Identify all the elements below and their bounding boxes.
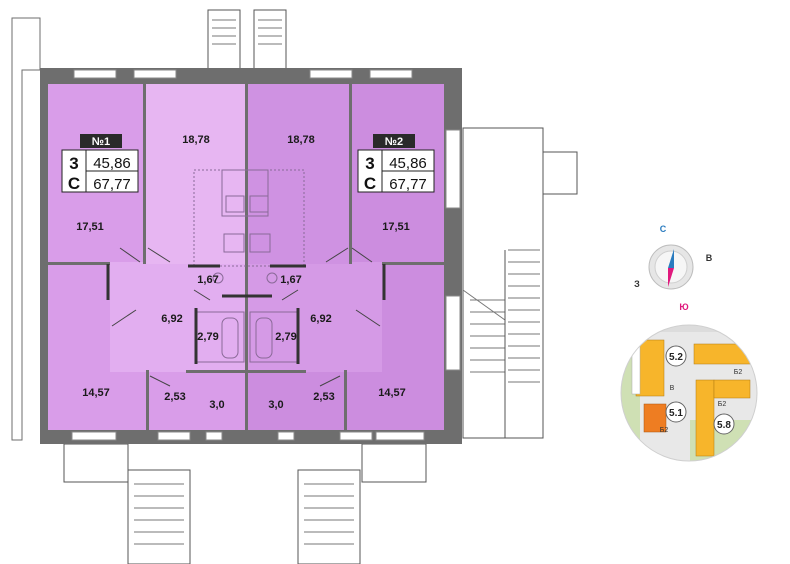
room-label: 3,0: [209, 399, 224, 411]
room-label: 1,67: [197, 274, 218, 286]
site-map-section-label: В: [670, 385, 675, 392]
site-map-section-label: Б2: [718, 401, 727, 408]
apartment-1-number-bg: [80, 134, 122, 148]
room-label: 2,79: [197, 331, 218, 343]
apartment-2-badge: №2 3 С 45,86 67,77: [357, 134, 435, 193]
doors: [111, 247, 381, 387]
compass-needle-south: [668, 268, 674, 287]
top-entrance-stairs: [207, 9, 287, 71]
apartment-1-rooms: 3: [69, 154, 78, 173]
right-staircase: [462, 127, 578, 439]
site-map-section-label: Б2: [734, 369, 743, 376]
apartment-2-type: С: [364, 174, 376, 193]
bottom-balconies: [63, 443, 427, 564]
room-label: 18,78: [287, 134, 315, 146]
room-label: 18,78: [182, 134, 210, 146]
internal-walls: [106, 264, 386, 364]
site-map: 5.2 5.1 5.8 В Б2 Б2 Б2: [621, 325, 757, 461]
room-label: 14,57: [82, 387, 110, 399]
room-labels-apt2: 18,78 17,51 14,57 6,92 1,67 2,79 2,53 3,…: [268, 134, 409, 411]
apartment-1-type: С: [68, 174, 80, 193]
site-map-building-label: 5.1: [669, 408, 683, 419]
room-label: 14,57: [378, 387, 406, 399]
site-map-section-label: Б2: [660, 427, 669, 434]
compass-south-label: Ю: [679, 302, 688, 312]
compass-needle-north: [668, 249, 674, 268]
apartment-2-total-area: 67,77: [389, 176, 427, 193]
apartment-1-number: №1: [92, 136, 110, 148]
compass-west-label: З: [634, 279, 640, 289]
room-18-78-right-fill: [246, 84, 351, 264]
room-label: 3,0: [268, 399, 283, 411]
apartment-2-rooms: 3: [365, 154, 374, 173]
apartment-2-number: №2: [385, 136, 403, 148]
apartment-1-badge: №1 3 С 45,86 67,77: [61, 134, 139, 193]
room-label: 2,53: [313, 391, 334, 403]
room-label: 1,67: [280, 274, 301, 286]
building-outline: [11, 17, 41, 441]
room-labels-apt1: 18,78 17,51 14,57 6,92 1,67 2,79 2,53 3,…: [76, 134, 224, 411]
apartment-1-living-area: 45,86: [93, 155, 131, 172]
compass: С Ю В З: [634, 224, 713, 312]
site-map-frame: [620, 324, 758, 462]
room-label: 6,92: [161, 313, 182, 325]
room-label: 17,51: [382, 221, 410, 233]
room-label: 2,79: [275, 331, 296, 343]
windows: [71, 69, 461, 441]
apartment-2-number-bg: [373, 134, 415, 148]
apartment-1-total-area: 67,77: [93, 176, 131, 193]
room-18-78-left-fill: [145, 84, 246, 264]
compass-east-label: В: [706, 253, 713, 263]
room-label: 6,92: [310, 313, 331, 325]
room-label: 2,53: [164, 391, 185, 403]
site-map-building-label: 5.2: [669, 352, 683, 363]
compass-north-label: С: [660, 224, 667, 234]
site-map-building-label: 5.8: [717, 420, 731, 431]
apartment-2-living-area: 45,86: [389, 155, 427, 172]
room-label: 17,51: [76, 221, 104, 233]
